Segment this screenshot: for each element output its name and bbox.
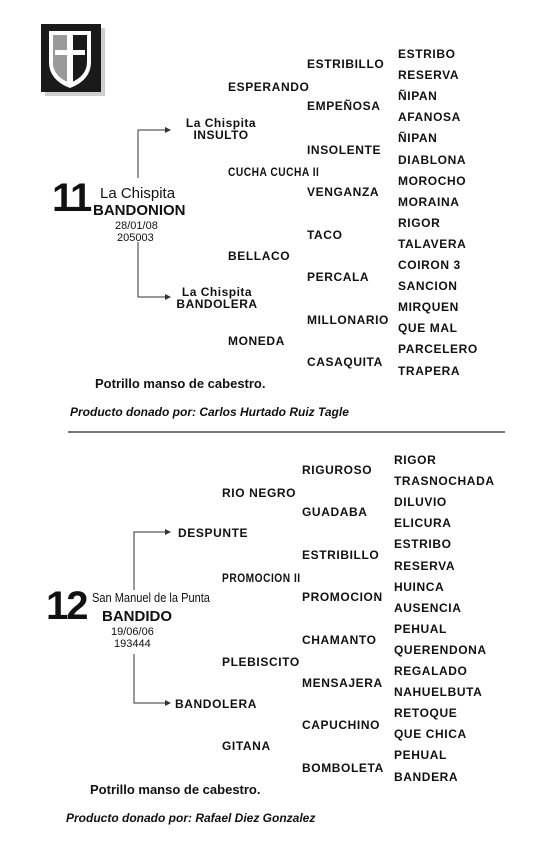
gen4-12-8: PEHUAL: [394, 621, 447, 636]
sire-11-haras: La Chispita: [185, 116, 257, 130]
gen4-11-4: ÑIPAN: [398, 131, 438, 146]
horse-haras-12: San Manuel de la Punta: [92, 590, 210, 605]
gen4-12-15: BANDERA: [394, 769, 459, 784]
gen4-11-1: RESERVA: [398, 68, 460, 83]
gen4-11-3: AFANOSA: [398, 110, 461, 125]
gen4-12-11: NAHUELBUTA: [394, 685, 483, 700]
gen3-12-3: PROMOCION: [302, 590, 383, 604]
section-divider: [68, 431, 505, 433]
gen3-11-7: CASAQUITA: [307, 355, 383, 369]
line-12-dam: [133, 654, 171, 706]
gen4-11-7: MORAINA: [398, 194, 460, 209]
gen3-12-1: GUADABA: [302, 505, 368, 519]
dam-12-name: BANDOLERA: [175, 697, 258, 711]
gen3-12-4: CHAMANTO: [302, 633, 377, 647]
dam-11: La Chispita BANDOLERA: [174, 286, 260, 310]
horse-name-11: BANDONION: [93, 202, 186, 219]
gen3-12-0: RIGUROSO: [302, 463, 373, 477]
gen4-12-14: PEHUAL: [394, 748, 447, 763]
gen4-11-13: QUE MAL: [398, 321, 458, 336]
lot-number-11: 11: [52, 176, 92, 220]
gen3-12-6: CAPUCHINO: [302, 718, 381, 732]
horse-date-12: 19/06/06: [111, 626, 154, 638]
logo: [37, 22, 105, 96]
gen3-12-5: MENSAJERA: [302, 676, 383, 690]
gen4-11-12: MIRQUEN: [398, 300, 459, 315]
gen3-11-1: EMPEÑOSA: [307, 99, 381, 113]
dam-11-haras: La Chispita: [181, 285, 253, 299]
gen4-11-0: ESTRIBO: [398, 47, 456, 61]
gen2-11-0: ESPERANDO: [228, 80, 310, 94]
dam-11-name: BANDOLERA: [176, 297, 258, 311]
description-12: Potrillo manso de cabestro.: [90, 782, 261, 797]
horse-registry-11: 205003: [117, 232, 154, 244]
gen2-12-2: PLEBISCITO: [222, 655, 300, 669]
gen3-11-0: ESTRIBILLO: [307, 57, 385, 71]
sire-11-name: INSULTO: [193, 128, 249, 142]
gen2-12-0: RIO NEGRO: [222, 486, 297, 500]
line-11-dam: [137, 242, 171, 300]
gen4-12-2: DILUVIO: [394, 495, 447, 510]
gen4-11-9: TALAVERA: [398, 236, 467, 251]
gen4-11-6: MOROCHO: [398, 173, 467, 188]
gen4-12-3: ELICURA: [394, 516, 452, 531]
gen4-11-15: TRAPERA: [398, 363, 461, 378]
gen2-11-3: MONEDA: [228, 334, 285, 348]
gen4-12-10: REGALADO: [394, 664, 468, 678]
gen4-12-7: AUSENCIA: [394, 600, 462, 615]
sire-12-name: DESPUNTE: [178, 526, 249, 540]
horse-name-12: BANDIDO: [102, 608, 172, 625]
horse-haras-11: La Chispita: [100, 185, 176, 202]
horse-registry-12: 193444: [114, 638, 151, 650]
gen2-11-1: CUCHA CUCHA II: [228, 165, 320, 179]
gen4-11-5: DIABLONA: [398, 152, 467, 167]
gen4-12-5: RESERVA: [394, 558, 456, 573]
gen3-11-2: INSOLENTE: [307, 143, 382, 157]
gen4-11-10: COIRON 3: [398, 258, 461, 272]
gen4-12-1: TRASNOCHADA: [394, 474, 495, 489]
gen4-12-6: HUINCA: [394, 579, 445, 594]
gen2-11-2: BELLACO: [228, 249, 291, 263]
gen4-12-9: QUERENDONA: [394, 642, 487, 657]
sire-11: La Chispita INSULTO: [181, 117, 261, 141]
gen3-11-3: VENGANZA: [307, 185, 380, 199]
gen4-11-11: SANCION: [398, 279, 458, 294]
gen4-12-0: RIGOR: [394, 453, 437, 467]
lot-number-12: 12: [46, 584, 88, 628]
description-11: Potrillo manso de cabestro.: [95, 376, 266, 391]
gen3-12-7: BOMBOLETA: [302, 761, 384, 775]
line-11-sire: [137, 127, 171, 178]
gen3-11-6: MILLONARIO: [307, 313, 389, 327]
gen3-12-2: ESTRIBILLO: [302, 548, 380, 562]
gen2-12-3: GITANA: [222, 739, 271, 753]
gen4-11-8: RIGOR: [398, 215, 441, 230]
donor-12: Producto donado por: Rafael Diez Gonzale…: [66, 811, 316, 825]
gen4-12-4: ESTRIBO: [394, 537, 452, 552]
gen4-12-13: QUE CHICA: [394, 727, 467, 742]
shield-logo-icon: [41, 24, 105, 96]
gen4-11-14: PARCELERO: [398, 342, 478, 357]
gen3-11-5: PERCALA: [307, 270, 370, 284]
gen4-12-12: RETOQUE: [394, 706, 458, 721]
donor-11: Producto donado por: Carlos Hurtado Ruiz…: [70, 405, 349, 419]
gen3-11-4: TACO: [307, 228, 343, 242]
horse-date-11: 28/01/08: [115, 220, 158, 232]
gen4-11-2: ÑIPAN: [398, 89, 438, 104]
line-12-sire: [133, 529, 171, 590]
gen2-12-1: PROMOCION II: [222, 571, 301, 585]
